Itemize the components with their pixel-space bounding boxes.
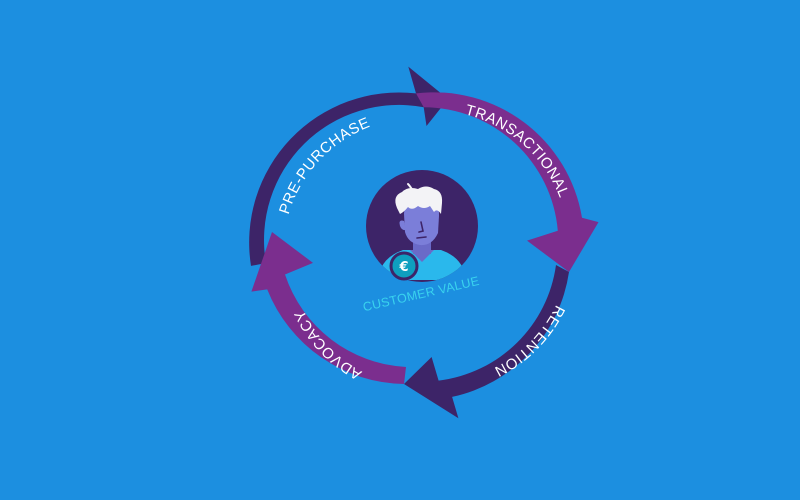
label-advocacy: ADVOCACY xyxy=(291,307,364,383)
segment-arrow-transactional xyxy=(416,92,599,273)
label-retention: RETENTION xyxy=(492,303,568,380)
cycle-ring xyxy=(249,66,599,419)
segment-arrow-retention xyxy=(404,265,569,419)
label-pre-purchase: PRE-PURCHASE xyxy=(276,114,372,216)
euro-badge-icon: € xyxy=(389,251,419,281)
customer-avatar-icon xyxy=(366,170,478,282)
euro-symbol: € xyxy=(398,260,408,275)
segment-arrow-pre-purchase xyxy=(249,66,448,266)
label-transactional: TRANSACTIONAL xyxy=(464,102,573,200)
segment-arrow-advocacy xyxy=(251,232,406,384)
